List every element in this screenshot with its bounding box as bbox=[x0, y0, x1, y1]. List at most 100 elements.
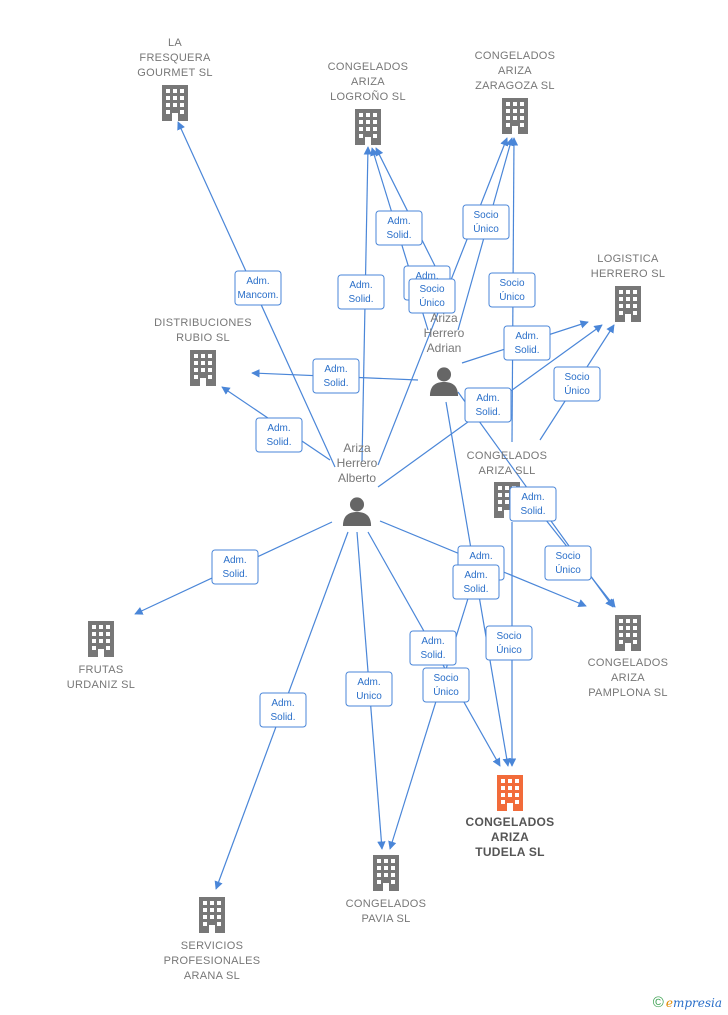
building-icon bbox=[199, 897, 225, 933]
edge-label-text: Solid. bbox=[323, 378, 348, 389]
node-label-line: SERVICIOS bbox=[181, 940, 243, 952]
edge-label-alberto-distribuciones[interactable]: Adm.Solid. bbox=[255, 417, 303, 453]
node-label-line: ARANA SL bbox=[184, 970, 240, 982]
edge-label-text: Solid. bbox=[386, 230, 411, 241]
edge-label-alberto-tudela[interactable]: Adm. Solid. bbox=[409, 630, 457, 666]
edge-labels-layer: Adm.Mancom.Adm.Solid.Adm.Solid.Adm.Solid… bbox=[211, 204, 601, 728]
node-label-line: ZARAGOZA SL bbox=[475, 80, 555, 92]
edge-label-text: Socio bbox=[419, 284, 444, 295]
edge-label-text: Adm. bbox=[421, 636, 444, 647]
edge-label-box bbox=[337, 274, 385, 310]
node-label-line: TUDELA SL bbox=[475, 845, 545, 859]
person-icon bbox=[429, 367, 459, 396]
person-icon bbox=[342, 497, 372, 526]
edge-label-text: Unico bbox=[356, 691, 382, 702]
edge-label-alberto-logrono[interactable]: Adm.Solid. bbox=[337, 274, 385, 310]
edge-label-alberto-servicios[interactable]: Adm.Solid. bbox=[259, 692, 307, 728]
node-label-line: CONGELADOS bbox=[346, 898, 427, 910]
node-label-line: CONGELADOS bbox=[475, 50, 556, 62]
edge-label-adrian-logistica[interactable]: Adm.Solid. bbox=[503, 325, 551, 361]
edge-label-text: Solid. bbox=[420, 650, 445, 661]
edge-label-box bbox=[462, 204, 510, 240]
node-label-line: Herrero bbox=[337, 456, 378, 470]
edge-label-text: Solid. bbox=[463, 584, 488, 595]
edge-label-box bbox=[345, 671, 393, 707]
edge-label-text: Mancom. bbox=[237, 290, 278, 301]
company-node-servicios[interactable]: SERVICIOS PROFESIONALES ARANA SL bbox=[164, 897, 261, 982]
edge-label-text: Socio bbox=[433, 673, 458, 684]
node-label-line: HERRERO SL bbox=[591, 268, 666, 280]
building-icon bbox=[88, 621, 114, 657]
edge-label-text: Adm. bbox=[349, 280, 372, 291]
edge-label-text: Adm. bbox=[324, 364, 347, 375]
node-label-line: PROFESIONALES bbox=[164, 955, 261, 967]
node-label-line: ARIZA bbox=[611, 672, 645, 684]
edge-label-text: Adm. bbox=[476, 393, 499, 404]
edge-label-text: Adm. bbox=[271, 698, 294, 709]
node-label-line: LOGROÑO SL bbox=[330, 90, 406, 103]
node-label-line: GOURMET SL bbox=[137, 67, 213, 79]
edge-label-text: Socio bbox=[555, 551, 580, 562]
edge-label-adrian-logrono[interactable]: Adm.Solid. bbox=[375, 210, 423, 246]
edge-label-box bbox=[509, 486, 557, 522]
edge-label-adrian-pamplona[interactable]: Adm.Solid. bbox=[509, 486, 557, 522]
edge-label-alberto-logistica[interactable]: Adm.Solid. bbox=[464, 387, 512, 423]
node-label-line: PAVIA SL bbox=[361, 913, 410, 925]
building-icon bbox=[373, 855, 399, 891]
edge-label-text: Socio bbox=[564, 372, 589, 383]
edge-label-box bbox=[255, 417, 303, 453]
node-label-line: CONGELADOS bbox=[328, 61, 409, 73]
edge-label-text: Único bbox=[499, 290, 525, 303]
building-icon bbox=[355, 109, 381, 145]
edge-label-alberto-fresquera[interactable]: Adm. Mancom. bbox=[234, 270, 282, 306]
edge-label-text: Adm. bbox=[515, 331, 538, 342]
edge-label-box bbox=[503, 325, 551, 361]
edge-label-adrian-tudela[interactable]: Adm.Solid. bbox=[452, 564, 500, 600]
edge-label-text: Adm. bbox=[246, 276, 269, 287]
building-icon bbox=[497, 775, 523, 811]
edge-label-text: Solid. bbox=[520, 506, 545, 517]
edge-label-text: Adm. bbox=[223, 555, 246, 566]
node-label-line: ARIZA bbox=[491, 830, 529, 844]
brand-initial: e bbox=[665, 996, 673, 1010]
edge-sll-pavia bbox=[388, 559, 481, 850]
edge-label-adrian-distribuciones[interactable]: Adm. Solid. bbox=[312, 358, 360, 394]
edge-label-box bbox=[375, 210, 423, 246]
edge-label-text: Único bbox=[433, 685, 459, 698]
edge-label-text: Solid. bbox=[222, 569, 247, 580]
node-label-line: Adrian bbox=[427, 341, 462, 355]
brand-footer[interactable]: ©empresia bbox=[653, 994, 722, 1011]
node-label-line: Ariza bbox=[343, 441, 371, 455]
edge-label-alberto-frutas[interactable]: Adm. Solid. bbox=[211, 549, 259, 585]
node-label-line: LA bbox=[168, 37, 182, 49]
edge-label-text: Adm. bbox=[415, 271, 438, 282]
edge-label-text: Adm. bbox=[357, 677, 380, 688]
edge-label-text: Único bbox=[419, 296, 445, 309]
node-label-line: FRESQUERA bbox=[139, 52, 211, 64]
edge-label-box bbox=[409, 630, 457, 666]
company-node-fresquera[interactable]: LA FRESQUERA GOURMET SL bbox=[137, 37, 213, 121]
node-label-line: Herrero bbox=[424, 326, 465, 340]
edge-label-alberto-pavia[interactable]: Adm. Unico bbox=[345, 671, 393, 707]
copyright-icon: © bbox=[652, 994, 664, 1011]
company-node-pavia[interactable]: CONGELADOS PAVIA SL bbox=[346, 855, 427, 925]
edge-label-box bbox=[452, 564, 500, 600]
